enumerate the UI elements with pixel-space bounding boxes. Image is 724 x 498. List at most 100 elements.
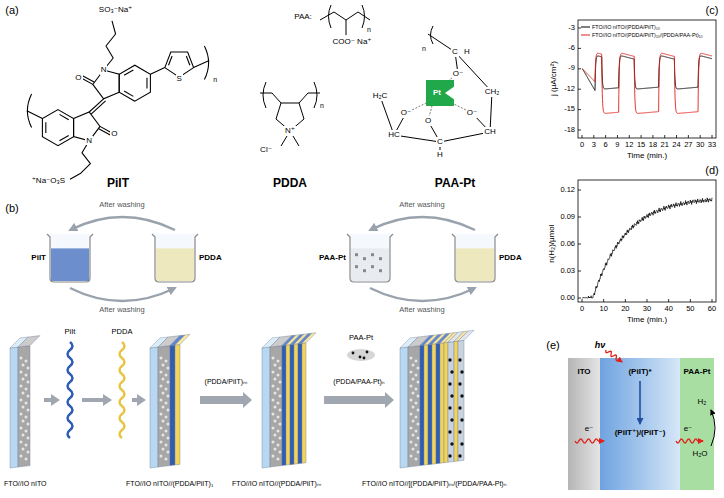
pore	[279, 381, 282, 384]
film-layer-top	[18, 336, 40, 347]
pore	[272, 455, 275, 458]
pore	[22, 420, 25, 423]
piit-structure	[27, 21, 209, 179]
pore	[417, 423, 420, 426]
paa-pt-particle	[347, 349, 375, 361]
electrode-label: FTO//IO nITO	[4, 480, 47, 488]
product-label: H₂	[698, 397, 707, 406]
pore	[279, 409, 282, 412]
film-layer	[18, 346, 30, 467]
step-note: After washing	[399, 306, 444, 315]
pore	[277, 430, 280, 433]
line-art	[150, 68, 164, 75]
line-art	[605, 135, 606, 138]
pt-particle	[458, 382, 461, 385]
line-art	[652, 135, 653, 138]
pore	[165, 458, 168, 461]
film-layer	[270, 346, 282, 467]
pore	[22, 392, 25, 395]
pore	[27, 409, 30, 412]
pore	[274, 420, 277, 423]
pore	[165, 430, 168, 433]
line-art	[603, 299, 604, 302]
panel-letter: (b)	[5, 202, 18, 215]
film-layer	[158, 346, 170, 467]
tick-label: 6	[604, 141, 608, 150]
film-layer	[170, 345, 175, 466]
pore	[415, 430, 418, 433]
pt-particle	[448, 406, 451, 409]
reaction-arrow	[711, 410, 715, 446]
tick-label: 21	[661, 141, 669, 150]
pore	[25, 416, 28, 419]
film-layer-top	[175, 334, 190, 345]
pore	[277, 458, 280, 461]
line-art	[712, 299, 713, 302]
atom-label: C	[451, 47, 459, 56]
plot-frame	[578, 20, 716, 138]
line-art	[394, 135, 440, 142]
atom-label: O⁻	[466, 108, 478, 117]
process-arrow	[200, 392, 252, 408]
cycle-arrow	[70, 288, 175, 301]
pt-particle	[359, 356, 362, 359]
film-layer	[420, 345, 424, 465]
line-art	[629, 135, 630, 138]
tick-label: -15	[564, 105, 575, 114]
pore	[272, 413, 275, 416]
film-layer-top	[458, 330, 474, 341]
compound-name: PDDA	[273, 177, 307, 191]
pore	[25, 374, 28, 377]
line-art	[664, 135, 665, 138]
atom-label: Pt	[433, 88, 441, 97]
pore	[279, 423, 282, 426]
pore	[410, 357, 413, 360]
pore	[25, 388, 28, 391]
pore	[412, 434, 415, 437]
axis-title: Time (min.)	[627, 151, 667, 160]
pore	[160, 427, 163, 430]
tick-label: -18	[564, 126, 575, 135]
pore	[22, 434, 25, 437]
pore	[162, 448, 165, 451]
solution-label: PiIT	[31, 253, 46, 262]
cycle-arrow	[70, 217, 175, 230]
pore	[25, 430, 28, 433]
line-art	[82, 75, 94, 82]
line-art	[668, 299, 669, 302]
step-note: After washing	[399, 201, 444, 210]
electrode-label: FTO//IO nITO//[(PDDA/PiIT)ₘ/(PDDA/PAA-Pt…	[362, 480, 506, 488]
legend-line	[581, 35, 590, 36]
pore	[410, 441, 413, 444]
process-arrow	[324, 392, 394, 408]
pore	[20, 413, 23, 416]
pore	[27, 437, 30, 440]
line-art	[263, 82, 266, 108]
line-art	[688, 135, 689, 138]
pore	[417, 437, 420, 440]
pore	[274, 448, 277, 451]
pore	[417, 395, 420, 398]
pore	[165, 444, 168, 447]
film-layer	[298, 343, 302, 463]
tick-label: 30	[696, 141, 704, 150]
pore	[412, 420, 415, 423]
benzene-ring	[119, 65, 150, 101]
line-art	[380, 96, 394, 135]
line-art	[59, 135, 68, 140]
line-art	[578, 89, 581, 90]
pore	[415, 402, 418, 405]
tick-label: 18	[649, 141, 657, 150]
pore	[20, 399, 23, 402]
pore	[277, 374, 280, 377]
pore	[162, 392, 165, 395]
pt-particle	[460, 418, 463, 421]
pore	[410, 385, 413, 388]
line-art	[700, 135, 701, 138]
line-art	[582, 299, 583, 302]
line-art	[346, 20, 347, 35]
line-art	[124, 91, 133, 96]
line-art	[124, 70, 133, 75]
pore	[25, 458, 28, 461]
